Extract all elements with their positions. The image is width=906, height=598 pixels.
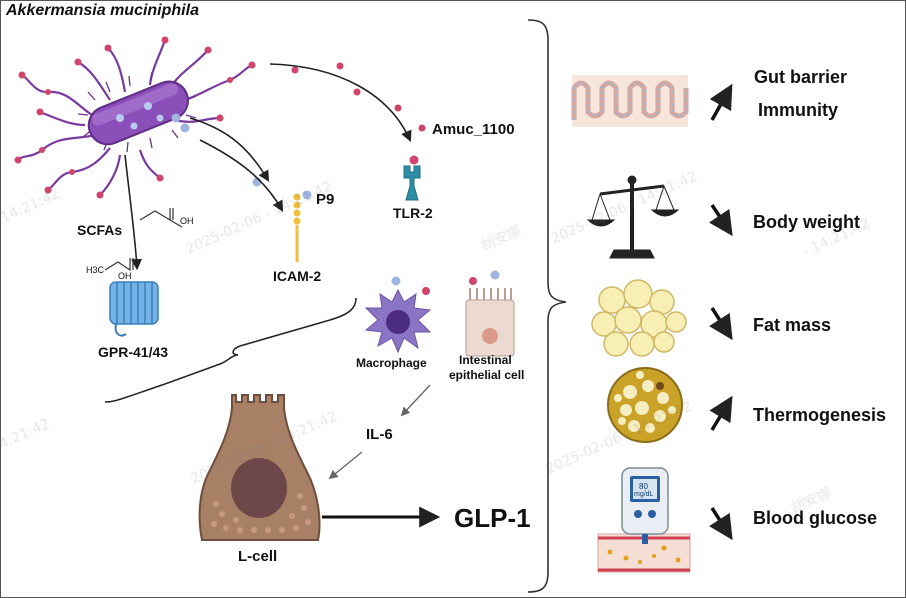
secreted-particles [171, 62, 426, 187]
amuc1100-label: Amuc_1100 [432, 121, 515, 138]
left-brace [104, 297, 357, 403]
diagram-title: Akkermansia muciniphila [6, 2, 199, 19]
fat-mass-down-arrow [709, 307, 733, 341]
icam2-label: ICAM-2 [273, 268, 322, 284]
outcome-body-weight: Body weight [753, 212, 860, 232]
arrow-cells-to-il6 [400, 384, 431, 417]
outcome-thermogenesis: Thermogenesis [753, 405, 887, 425]
p9-label: P9 [316, 191, 335, 208]
macrophage-icon [364, 276, 432, 354]
macrophage-label: Macrophage [356, 356, 427, 370]
blood-glucose-down-arrow [709, 507, 733, 541]
glucometer-unit: mg/dL [634, 491, 654, 498]
l-cell-icon [198, 394, 321, 541]
gut-villi-icon [571, 75, 689, 127]
epithelial-label-line1: Intestinal [459, 353, 512, 367]
oh-label-lower: OH [118, 271, 132, 281]
gpr41-43-receptor-icon [109, 281, 159, 337]
gut-barrier-up-arrow [709, 83, 733, 121]
epithelial-label-line2: epithelial cell [449, 368, 525, 382]
icam2-receptor-icon [293, 193, 301, 262]
bacterium-icon [14, 36, 256, 199]
propionate-structure-lower [104, 258, 134, 272]
body-weight-down-arrow [708, 204, 733, 237]
arrow-to-gpr [124, 154, 143, 271]
tlr2-receptor-icon [403, 155, 421, 201]
fat-cells-icon [591, 279, 687, 357]
outcome-blood-glucose: Blood glucose [753, 508, 878, 528]
arrow-to-tlr2 [269, 63, 412, 143]
p9-ligand [302, 190, 312, 200]
right-brace [527, 19, 567, 593]
oh-label-upper: OH [180, 216, 194, 226]
scfas-label: SCFAs [77, 222, 123, 238]
outcome-gut-barrier: Gut barrier [754, 67, 848, 87]
thermogenesis-up-arrow [709, 395, 733, 431]
h3c-label: H3C [86, 265, 105, 275]
arrow-il6-to-lcell [328, 451, 363, 480]
epithelial-cell-icon [465, 270, 515, 357]
glucometer-icon [597, 467, 691, 573]
tlr2-label: TLR-2 [393, 205, 433, 221]
scale-icon [586, 175, 680, 259]
il6-label: IL-6 [366, 426, 393, 443]
outcome-immunity: Immunity [758, 100, 839, 120]
outcome-fat-mass: Fat mass [753, 315, 832, 335]
glucometer-value: 80 [639, 482, 648, 491]
arrow-to-p9 [189, 117, 270, 182]
propionate-structure-upper [139, 208, 183, 228]
brown-fat-cell-icon [607, 367, 683, 443]
glp1-label: GLP-1 [454, 503, 531, 533]
lcell-label: L-cell [238, 548, 278, 565]
arrow-to-icam [199, 139, 284, 212]
gpr41-43-label: GPR-41/43 [98, 344, 169, 360]
